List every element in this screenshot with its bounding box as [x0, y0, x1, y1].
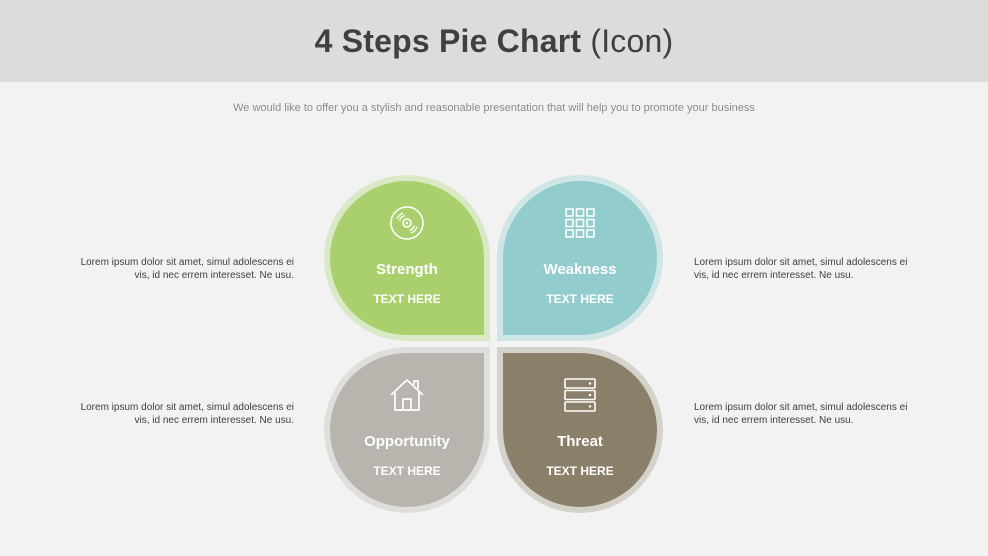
- disc-icon: [390, 206, 424, 240]
- petal-threat-fill: Threat TEXT HERE: [503, 353, 657, 507]
- petal-opportunity-label: Opportunity: [364, 433, 450, 450]
- petal-strength: Strength TEXT HERE: [324, 175, 490, 341]
- description-bottom-left: Lorem ipsum dolor sit amet, simul adoles…: [80, 402, 294, 426]
- petal-opportunity-fill: Opportunity TEXT HERE: [330, 353, 484, 507]
- title-bold: 4 Steps Pie Chart: [314, 22, 582, 59]
- page-title: 4 Steps Pie Chart (Icon): [315, 23, 674, 60]
- petal-threat: Threat TEXT HERE: [497, 347, 663, 513]
- petal-strength-fill: Strength TEXT HERE: [330, 181, 484, 335]
- server-icon: [564, 378, 596, 412]
- petal-opportunity: Opportunity TEXT HERE: [324, 347, 490, 513]
- petal-strength-label: Strength: [376, 261, 438, 278]
- description-top-right: Lorem ipsum dolor sit amet, simul adoles…: [694, 257, 908, 281]
- petal-weakness-fill: Weakness TEXT HERE: [503, 181, 657, 335]
- petal-weakness: Weakness TEXT HERE: [497, 175, 663, 341]
- description-bottom-right: Lorem ipsum dolor sit amet, simul adoles…: [694, 402, 908, 426]
- petal-threat-label: Threat: [557, 433, 603, 450]
- petal-threat-text: TEXT HERE: [546, 464, 614, 478]
- header-bar: 4 Steps Pie Chart (Icon): [0, 0, 988, 82]
- petal-opportunity-text: TEXT HERE: [373, 464, 441, 478]
- description-top-left: Lorem ipsum dolor sit amet, simul adoles…: [80, 257, 294, 281]
- grid-icon: [565, 208, 595, 238]
- page-subtitle: We would like to offer you a stylish and…: [233, 102, 755, 114]
- petal-strength-text: TEXT HERE: [373, 292, 441, 306]
- house-icon: [390, 379, 424, 411]
- title-light: (Icon): [590, 22, 674, 59]
- petal-weakness-text: TEXT HERE: [546, 292, 614, 306]
- petal-weakness-label: Weakness: [543, 261, 617, 278]
